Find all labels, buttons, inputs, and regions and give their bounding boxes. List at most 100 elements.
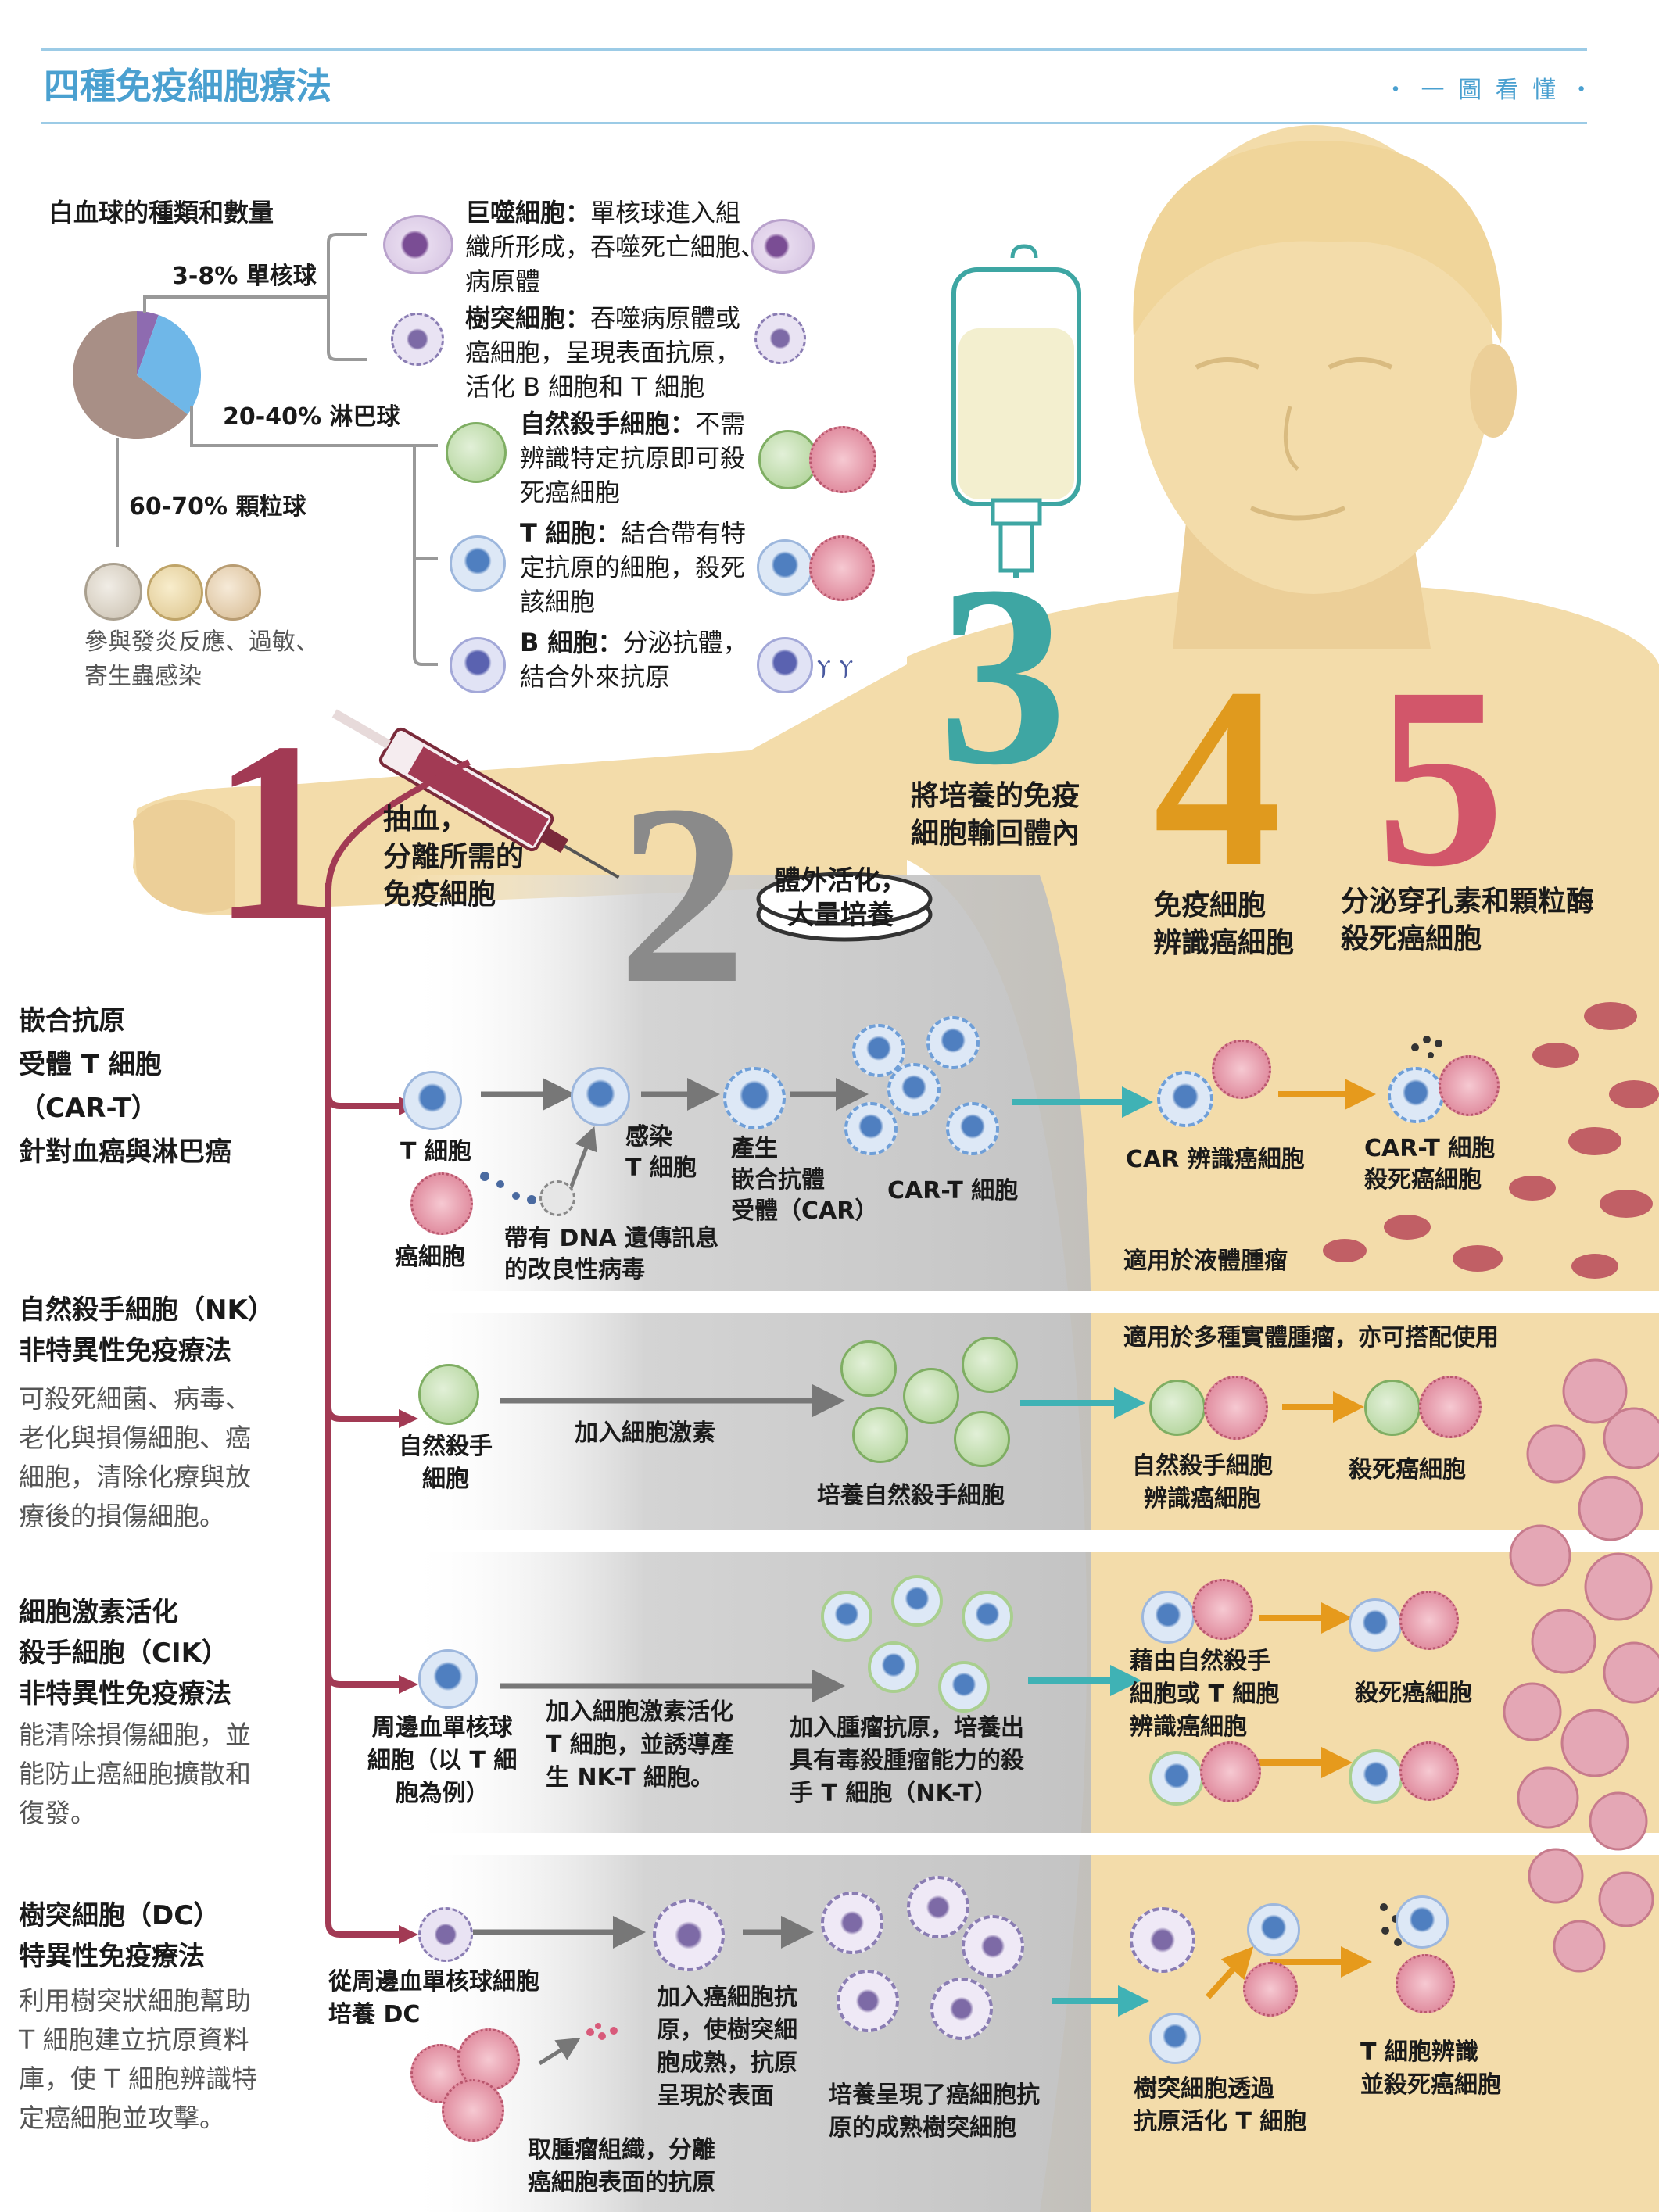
dc-title: 樹突細胞（DC） 特異性免疫療法 [19,1900,220,1972]
mature-dendritic-cell-icon [907,1876,969,1938]
step-3-number: 3 [938,533,1067,818]
t-cell-icon [1247,1903,1300,1956]
cik-cell-cluster [813,1575,1016,1716]
granulocyte-cell-icon [147,564,203,621]
nk-cell-icon [418,1364,479,1425]
cancer-cell-icon [809,426,876,493]
dc-cell-label: 從周邊血單核球細胞 培養 DC [328,1968,539,2028]
dc-kill-label: T 細胞辨識 並殺死癌細胞 [1360,2038,1501,2099]
dc-description: 利用樹突狀細胞幫助 T 細胞建立抗原資料 庫，使 T 細胞辨識特 定癌細胞並攻擊… [19,1985,258,2133]
cart-virus-label: 帶有 DNA 遺傳訊息 的改良性病毒 [504,1225,719,1283]
nk-culture-label: 培養自然殺手細胞 [817,1482,1005,1509]
tumor-tissue-icon [410,2028,536,2142]
dendritic-name: 樹突細胞： [465,303,591,333]
t-cell-text: 結合帶有特 定抗原的細胞，殺死 該細胞 [520,518,746,617]
macrophage-text: 單核球進入組 織所形成，吞噬死亡細胞、 病原體 [465,198,766,296]
syringe-icon [331,709,620,879]
dendritic-cell-icon [391,313,444,366]
car-t-cell-icon [723,1067,786,1129]
car-t-cell-icon [1157,1071,1213,1127]
dc-cell-cluster [813,1876,1024,2048]
nk-applies-label: 適用於多種實體腫瘤，亦可搭配使用 [1123,1324,1499,1351]
car-t-cell-icon [1388,1067,1444,1123]
dying-cancer-cell-icon [1439,1055,1500,1116]
step-1-label: 抽血， 分離所需的 免疫細胞 [383,804,525,911]
page-title: 四種免疫細胞療法 [44,65,331,107]
step-3-label: 將培養的免疫 細胞輸回體內 [911,780,1080,850]
dying-cancer-cell-icon [1396,1954,1455,2013]
cart-infect-label: 感染 T 細胞 [625,1123,697,1182]
pie-slice-2 [72,311,188,439]
pbmc-t-cell-icon [418,1649,478,1709]
infected-t-cell-icon [571,1067,630,1126]
dendritic-engulf-icon [754,313,806,364]
pie-label-granulocyte: 60-70% 顆粒球 [129,493,306,521]
cart-title: 嵌合抗原 受體 T 細胞 （CAR-T） 針對血癌與淋巴癌 [19,1005,231,1168]
t-cell-kill-icon [757,539,813,596]
wbc-heading: 白血球的種類和數量 [48,198,274,227]
wbc-connector-lines [116,233,438,666]
cancer-cell-icon [1192,1579,1253,1640]
nk-kill-label: 殺死癌細胞 [1349,1456,1466,1484]
t-cell-icon [1141,1591,1195,1644]
car-t-cell-icon [887,1063,941,1116]
nk-t-cell-icon [1349,1749,1403,1804]
car-t-cell-icon [946,1102,999,1155]
wbc-pie-chart [72,311,201,439]
macrophage-name: 巨噬細胞： [465,198,591,227]
cancer-cell-icon [1212,1040,1271,1099]
step-5-label: 分泌穿孔素和顆粒酶 殺死癌細胞 [1341,886,1595,955]
macrophage-engulf-icon [751,219,815,274]
car-t-cell-icon [926,1016,980,1069]
nk-t-cell-icon [938,1661,990,1713]
step-4-number: 4 [1153,635,1282,920]
cik-culture-label: 加入腫瘤抗原，培養出 具有毒殺腫瘤能力的殺 手 T 細胞（NK-T） [790,1714,1024,1807]
cart-t-cell-label: T 細胞 [400,1138,471,1165]
t-cell-icon [1149,2013,1201,2064]
cik-description: 能清除損傷細胞，並 能防止癌細胞擴散和 復發。 [19,1720,251,1828]
nk-cell-icon [954,1411,1010,1467]
nk-t-cell-icon [962,1591,1013,1642]
virus-icon [539,1180,575,1216]
cik-cell-label: 周邊血單核球 細胞（以 T 細 胞為例） [367,1714,518,1807]
header-tag: ・ 一 圖 看 懂 ・ [1384,77,1596,104]
pie-slice-0 [137,311,159,375]
t-cell-icon [1396,1895,1449,1949]
nk-t-cell-icon [868,1641,919,1693]
cik-add-label: 加入細胞激素活化 T 細胞，並誘導產 生 NK-T 細胞。 [546,1698,734,1791]
dc-tumor-label: 取腫瘤組織，分離 癌細胞表面的抗原 [528,2136,715,2196]
cik-kill-label: 殺死癌細胞 [1355,1680,1472,1707]
nk-t-cell-icon [821,1591,872,1642]
dendritic-text: 吞噬病原體或 癌細胞，呈現表面抗原， 活化 B 細胞和 T 細胞 [465,303,741,402]
t-cell-icon [450,535,506,592]
step-4-label: 免疫細胞 辨識癌細胞 [1153,889,1295,959]
cik-recognize-label: 藉由自然殺手 細胞或 T 細胞 辨識癌細胞 [1130,1648,1280,1741]
nk-recognize-label: 自然殺手細胞 辨識癌細胞 [1132,1452,1273,1512]
cart-kill-label: CAR-T 細胞 殺死癌細胞 [1364,1135,1496,1194]
nk-cell-icon [840,1340,897,1397]
t-cell-icon [1349,1598,1402,1652]
dc-activate-label: 樹突細胞透過 抗原活化 T 細胞 [1134,2075,1307,2135]
car-t-cell-cluster [844,1016,1009,1172]
cancer-cell-icon [809,535,875,601]
b-cell-antibody-icon [757,637,813,693]
dc-culture-label: 培養呈現了癌細胞抗 原的成熟樹突細胞 [829,2081,1040,2142]
iv-bag-icon [951,244,1081,578]
mature-dendritic-cell-icon [962,1915,1024,1978]
cart-produce-label: 產生 嵌合抗體 受體（CAR） [731,1135,879,1225]
b-cell-icon [450,637,506,693]
cart-applies-label: 適用於液體腫瘤 [1123,1247,1288,1275]
dendritic-desc: 樹突細胞：吞噬病原體或 癌細胞，呈現表面抗原， 活化 B 細胞和 T 細胞 [465,301,740,404]
car-t-cell-icon [844,1102,898,1155]
dying-cancer-cell-icon [1419,1376,1482,1438]
nk-add-label: 加入細胞激素 [575,1419,715,1447]
nk-desc: 自然殺手細胞：不需 辨識特定抗原即可殺 死癌細胞 [520,406,745,510]
dying-cancer-cell-icon [1399,1741,1459,1801]
dendritic-cell-icon [418,1907,473,1962]
header-rule-bottom [41,122,1587,124]
mature-dendritic-cell-icon [653,1899,725,1971]
nk-t-cell-icon [891,1575,943,1627]
nk-name: 自然殺手細胞： [520,409,696,438]
step-1-number: 1 [211,689,340,975]
